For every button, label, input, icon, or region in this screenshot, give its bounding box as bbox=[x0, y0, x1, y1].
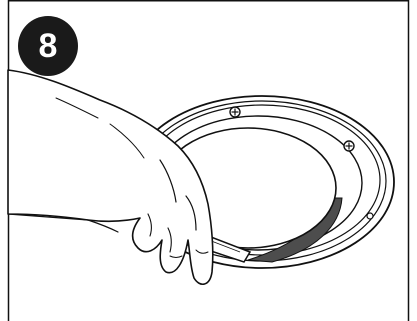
mounting-hole bbox=[367, 213, 373, 219]
step-number-badge: 8 bbox=[18, 16, 78, 76]
screw-icon bbox=[230, 107, 240, 117]
screw-icon bbox=[344, 141, 354, 151]
hand-icon bbox=[8, 70, 213, 284]
